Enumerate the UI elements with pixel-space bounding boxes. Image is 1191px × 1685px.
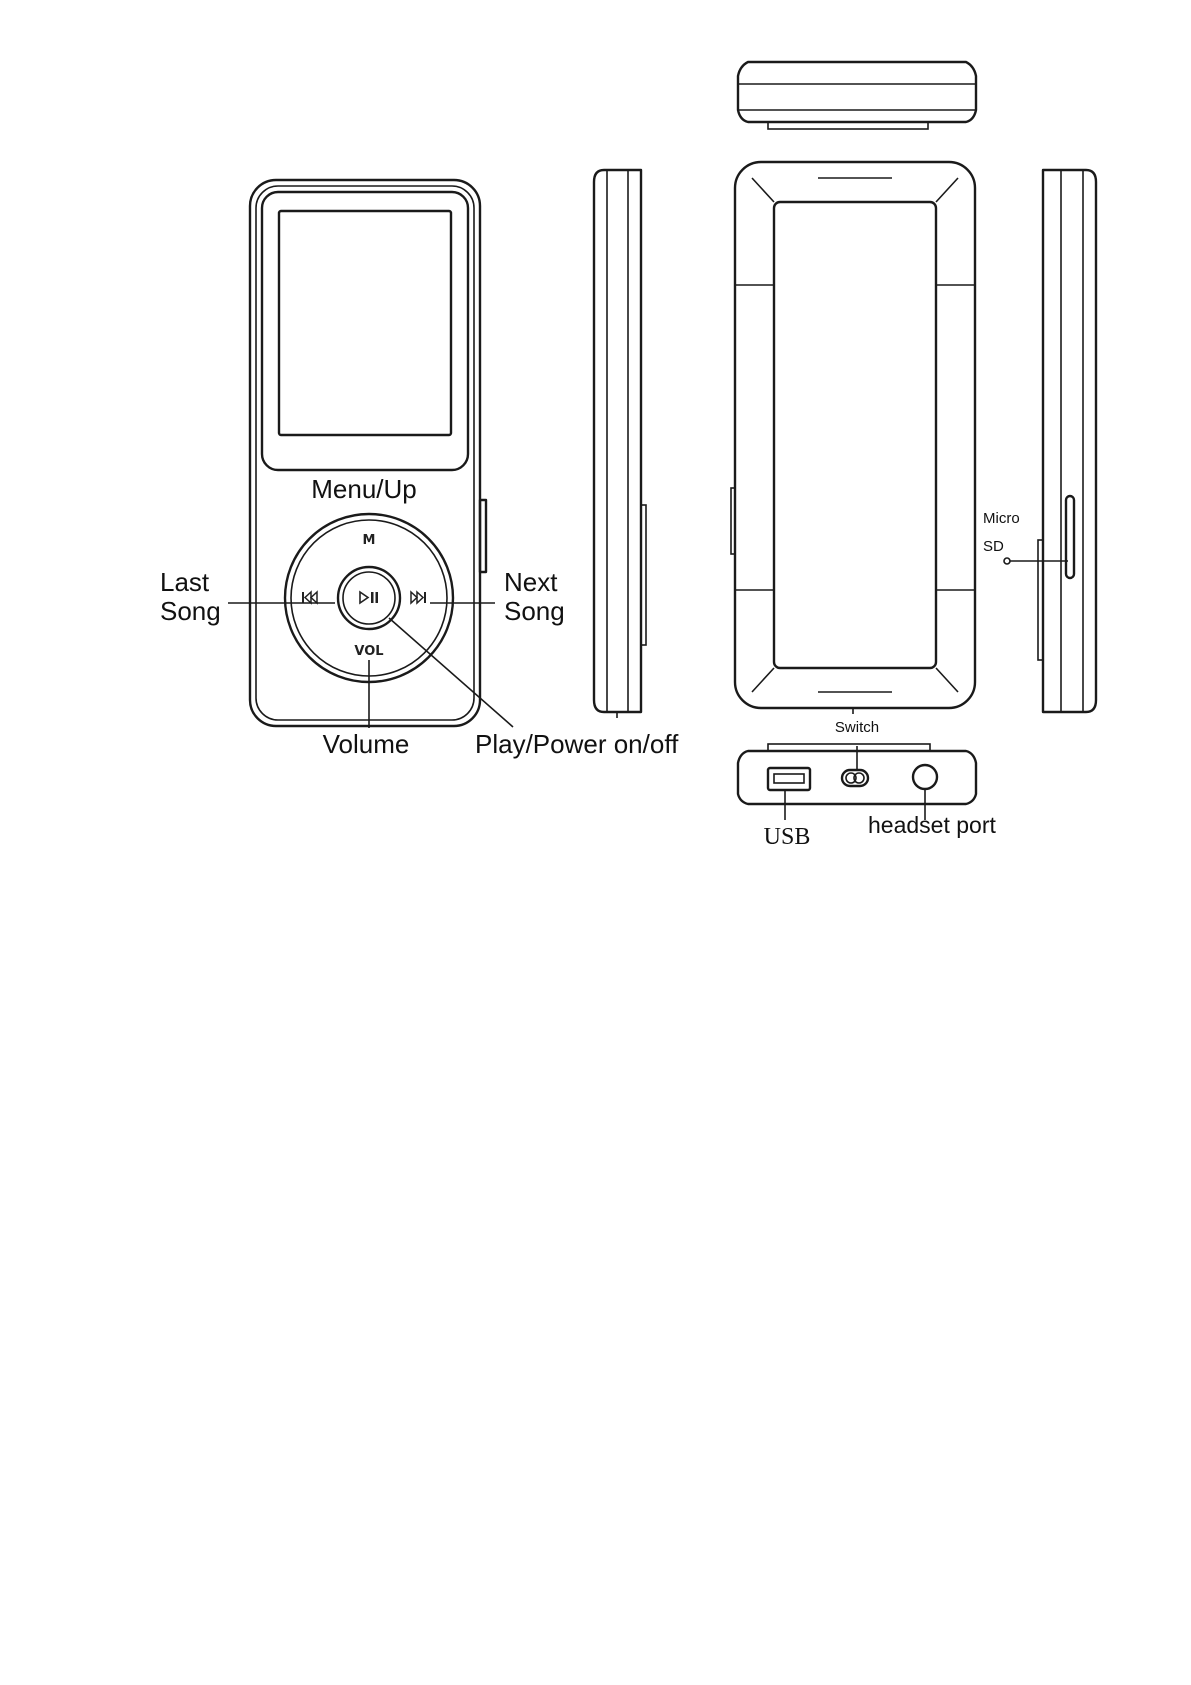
usb-label: USB [764, 824, 811, 850]
back-view [731, 162, 975, 714]
previous-track-icon [302, 592, 317, 603]
back-body-outer [735, 162, 975, 708]
next-song-label-2: Song [504, 596, 565, 626]
side-button [480, 500, 486, 572]
top-view-body [738, 62, 976, 122]
left-side-view [594, 170, 646, 718]
micro-sd-label-2: SD [983, 538, 1004, 555]
front-view: M VOL Menu/Up Last Song Next Song [160, 180, 679, 759]
micro-sd-pointer [1004, 558, 1010, 564]
back-panel [774, 202, 936, 668]
micro-sd-label-1: Micro [983, 510, 1020, 527]
next-track-icon [411, 592, 426, 603]
headset-port-label: headset port [868, 812, 996, 838]
menu-icon: M [363, 533, 376, 548]
vol-button-label: VOL [354, 644, 383, 659]
volume-label: Volume [323, 729, 410, 759]
micro-sd-slot [1066, 496, 1074, 578]
last-song-label-1: Last [160, 567, 210, 597]
play-power-label: Play/Power on/off [475, 729, 679, 759]
right-side-body [1043, 170, 1096, 712]
top-view [738, 62, 976, 129]
last-song-label-2: Song [160, 596, 221, 626]
headset-port [913, 765, 937, 789]
screen [279, 211, 451, 435]
right-side-view: Micro SD [983, 170, 1096, 712]
bottom-view: Switch USB headset port [738, 719, 996, 850]
side-button-strip [641, 505, 646, 645]
side-view-body [594, 170, 641, 712]
usb-port-inner [774, 774, 804, 783]
screen-bezel [262, 192, 468, 470]
menu-up-label: Menu/Up [311, 474, 417, 504]
next-song-label-1: Next [504, 567, 558, 597]
play-pause-icon [360, 592, 378, 603]
switch-label: Switch [835, 719, 879, 736]
center-button-inner [343, 572, 395, 624]
